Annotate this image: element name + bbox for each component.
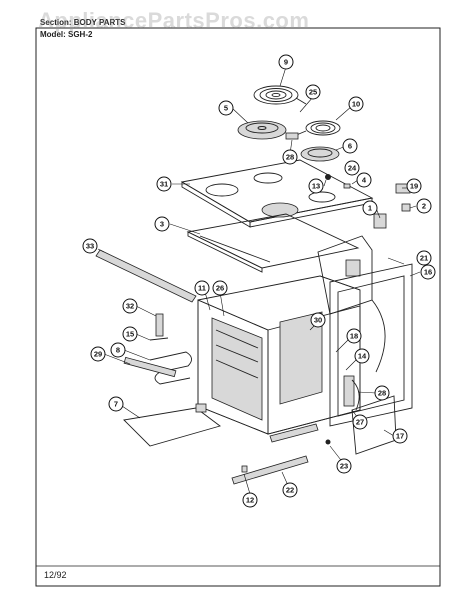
broiler-pan-7: [123, 403, 221, 447]
callout-10: 10: [348, 96, 364, 112]
svg-text:5: 5: [224, 104, 228, 113]
svg-text:7: 7: [114, 400, 118, 409]
svg-text:1: 1: [368, 204, 372, 213]
svg-text:24: 24: [348, 164, 357, 173]
svg-text:16: 16: [424, 268, 432, 277]
svg-text:14: 14: [358, 352, 367, 361]
svg-text:6: 6: [348, 142, 352, 151]
callout-30: 30: [310, 312, 326, 328]
surface-element-10: [293, 120, 341, 137]
callout-26: 26: [212, 280, 228, 296]
callout-6: 6: [342, 138, 358, 154]
side-panel-16: [329, 263, 413, 427]
callout-28-top: 28: [282, 149, 298, 165]
svg-text:21: 21: [420, 254, 428, 263]
callout-3: 3: [154, 216, 170, 232]
svg-text:8: 8: [116, 346, 120, 355]
svg-text:22: 22: [286, 486, 294, 495]
callout-14: 14: [354, 348, 370, 364]
callout-8: 8: [110, 342, 126, 358]
callout-4: 4: [356, 172, 372, 188]
svg-text:19: 19: [410, 182, 418, 191]
callout-32: 32: [122, 298, 138, 314]
callout-19: 19: [406, 178, 422, 194]
svg-text:33: 33: [86, 242, 94, 251]
callout-13: 13: [308, 178, 324, 194]
svg-text:18: 18: [350, 332, 358, 341]
callout-5: 5: [218, 100, 234, 116]
footer-date: 12/92: [44, 570, 67, 580]
rear-trim-33: [95, 249, 197, 303]
callout-24: 24: [344, 160, 360, 176]
svg-text:28: 28: [286, 153, 294, 162]
hinge-parts: [343, 375, 397, 455]
callout-1: 1: [362, 200, 378, 216]
svg-text:28: 28: [378, 389, 386, 398]
callout-7: 7: [108, 396, 124, 412]
diagram-border: [35, 27, 441, 587]
section-label: Section: BODY PARTS: [40, 18, 126, 27]
svg-text:27: 27: [356, 418, 364, 427]
svg-text:17: 17: [396, 432, 404, 441]
switch-19-2-1: [373, 183, 411, 229]
svg-text:2: 2: [422, 202, 426, 211]
svg-text:30: 30: [314, 316, 322, 325]
svg-text:25: 25: [309, 88, 317, 97]
drip-pan-5: [237, 120, 287, 140]
kick-panel-22: [231, 423, 319, 485]
callout-9: 9: [278, 54, 294, 70]
callout-28-side: 28: [374, 385, 390, 401]
callout-27: 27: [352, 414, 368, 430]
receptacle-28: [285, 132, 299, 140]
svg-text:23: 23: [340, 462, 348, 471]
sensor-32: [149, 313, 169, 341]
callout-29: 29: [90, 346, 106, 362]
svg-text:12: 12: [246, 496, 254, 505]
svg-text:11: 11: [198, 284, 206, 293]
callout-18: 18: [346, 328, 362, 344]
callout-22: 22: [282, 482, 298, 498]
oven-body: [197, 235, 373, 435]
svg-text:3: 3: [160, 220, 164, 229]
screw-23: [325, 439, 331, 445]
callout-12: 12: [242, 492, 258, 508]
svg-text:4: 4: [362, 176, 367, 185]
svg-text:29: 29: [94, 350, 102, 359]
top-panel-3: [186, 213, 360, 273]
callout-31: 31: [156, 176, 172, 192]
callout-33: 33: [82, 238, 98, 254]
cooktop-31: [180, 159, 374, 228]
callout-17: 17: [392, 428, 408, 444]
callouts: 9 25 5 10 28 6 24 31 13 4 19 3 1 2 33 21…: [82, 54, 436, 508]
callout-23: 23: [336, 458, 352, 474]
svg-text:31: 31: [160, 180, 168, 189]
callout-11: 11: [194, 280, 210, 296]
callout-25: 25: [305, 84, 321, 100]
callout-21: 21: [416, 250, 432, 266]
bake-element-8: [123, 351, 192, 385]
svg-text:32: 32: [126, 302, 134, 311]
watermark: AppliancePartsPros.com: [38, 8, 310, 33]
drip-pan-6: [300, 146, 340, 162]
leader-lines: [97, 66, 421, 495]
surface-element-9: [253, 85, 307, 105]
model-label: Model: SGH-2: [40, 30, 93, 39]
callout-16: 16: [420, 264, 436, 280]
callout-2: 2: [416, 198, 432, 214]
callout-15: 15: [122, 326, 138, 342]
svg-text:10: 10: [352, 100, 360, 109]
svg-text:15: 15: [126, 330, 134, 339]
svg-text:26: 26: [216, 284, 224, 293]
svg-text:13: 13: [312, 182, 320, 191]
svg-text:9: 9: [284, 58, 288, 67]
